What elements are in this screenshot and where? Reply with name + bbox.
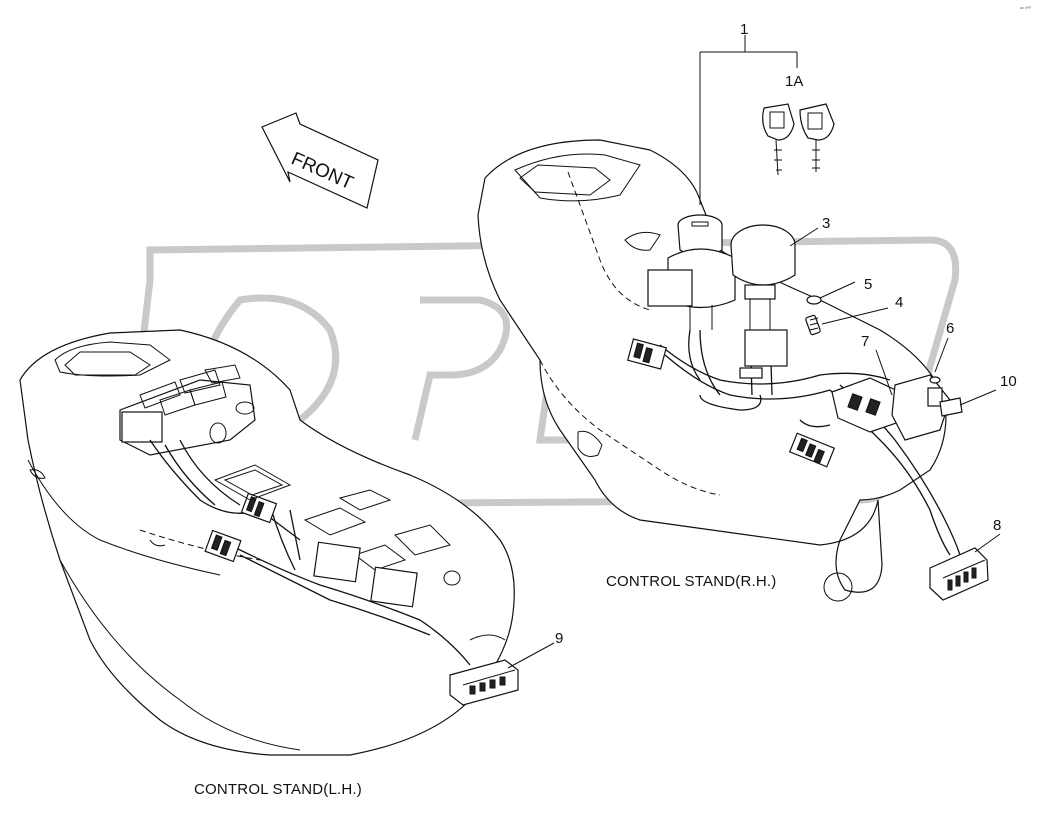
relay-lh-1 [313,541,361,583]
label-1: 1 [740,21,748,38]
switch-6 [927,387,943,407]
label-5: 5 [864,276,872,293]
connector-rh-1 [626,338,668,370]
harness-rh [626,329,961,556]
fuse-holder [739,367,763,379]
leader-lines [507,35,1001,669]
relay-lh-2 [370,566,418,608]
part-10 [939,397,963,417]
label-3: 3 [822,215,830,232]
relay-rh [744,329,788,367]
part-numbers: 1 1A 3 5 4 6 7 10 8 9 [555,21,1017,647]
ignition-connector [647,269,693,307]
label-1a: 1A [785,73,803,90]
washer-5 [806,295,822,305]
switch-block-1 [121,411,163,443]
caption-control-stand-lh: CONTROL STAND(L.H.) [194,781,362,798]
label-4: 4 [895,294,903,311]
connector-rh-2 [788,432,836,468]
caption-control-stand-rh: CONTROL STAND(R.H.) [606,573,776,590]
front-arrow: FRONT [261,112,379,209]
mount-boss [823,572,853,602]
label-8: 8 [993,517,1001,534]
label-6: 6 [946,320,954,337]
harness-lh [149,439,506,666]
connector-9 [449,659,519,706]
key-set [762,103,835,176]
hour-meter [730,224,796,330]
ignition-switch [647,214,736,330]
switch-panel-lh [119,364,256,456]
label-9: 9 [555,630,563,647]
label-10: 10 [1000,373,1017,390]
connector-lh-1 [204,529,242,563]
wiper-switch-assembly [831,374,963,441]
control-stand-rh [477,139,947,602]
control-stand-lh [19,329,515,756]
corner-code: ᵃᵒ ⁸⁰⁰ [1020,6,1031,12]
connector-lh-2 [240,492,278,524]
connector-8 [929,547,989,601]
label-7: 7 [861,333,869,350]
bolt-4 [805,314,821,336]
